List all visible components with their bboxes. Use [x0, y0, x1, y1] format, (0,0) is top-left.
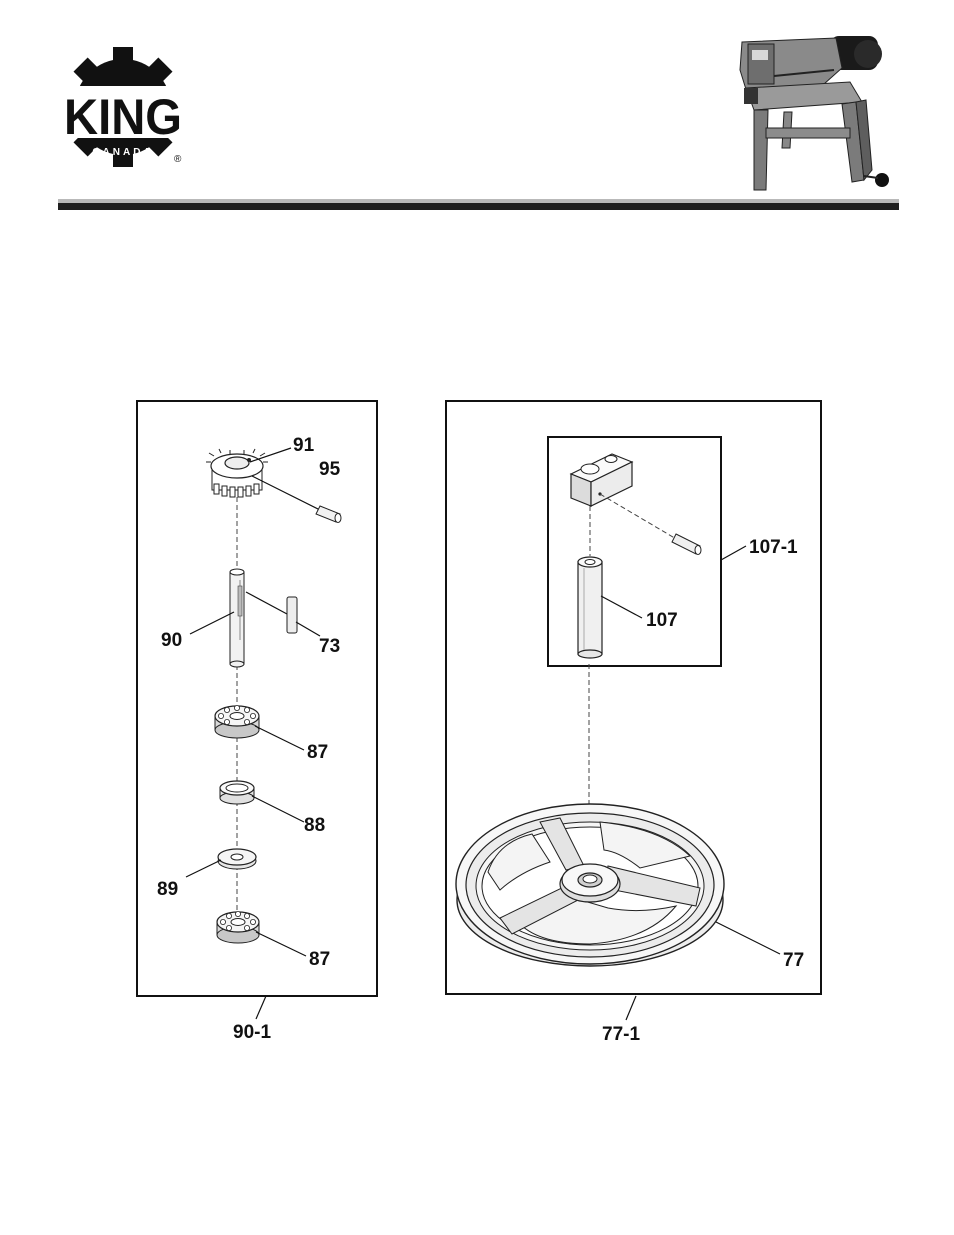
key-part: [246, 592, 297, 633]
assembly-label-90-1: 90-1: [233, 1022, 271, 1043]
leader-91: [250, 448, 291, 462]
callout-90: 90: [161, 630, 182, 651]
leader-87-top: [255, 726, 304, 750]
assembly-label-107-1: 107-1: [749, 537, 798, 558]
leader-90-1: [256, 996, 266, 1019]
leader-90: [190, 612, 234, 634]
leader-107: [601, 596, 642, 618]
leader-88: [252, 796, 304, 822]
bracket-block-part: [571, 454, 632, 506]
wheel-part: [456, 804, 724, 966]
leader-77-1: [626, 996, 636, 1020]
leader-73: [296, 622, 320, 636]
callout-89: 89: [157, 879, 178, 900]
callout-87-bottom: 87: [309, 949, 330, 970]
shaft-part: [230, 569, 244, 667]
leader-107-1: [721, 546, 746, 560]
callout-87-top: 87: [307, 742, 328, 763]
washer-part: [218, 849, 256, 869]
callout-91: 91: [293, 435, 315, 456]
callout-88: 88: [304, 815, 325, 836]
bearing-bottom-part: [217, 911, 259, 943]
callout-77: 77: [783, 950, 804, 971]
inset-pin-part: [672, 534, 701, 555]
callout-95: 95: [319, 459, 341, 480]
spacer-part: [220, 781, 254, 804]
bearing-top-part: [215, 705, 259, 738]
inset-pin-axis: [600, 494, 678, 540]
inset-shaft-part: [578, 557, 602, 658]
leader-77: [716, 922, 780, 954]
leader-87-bottom: [256, 932, 306, 956]
gear-pin-part: [252, 476, 341, 523]
callout-107: 107: [646, 610, 678, 631]
callout-73: 73: [319, 636, 340, 657]
gear-part: [206, 449, 268, 497]
assembly-label-77-1: 77-1: [602, 1024, 640, 1045]
leader-89: [186, 860, 221, 877]
